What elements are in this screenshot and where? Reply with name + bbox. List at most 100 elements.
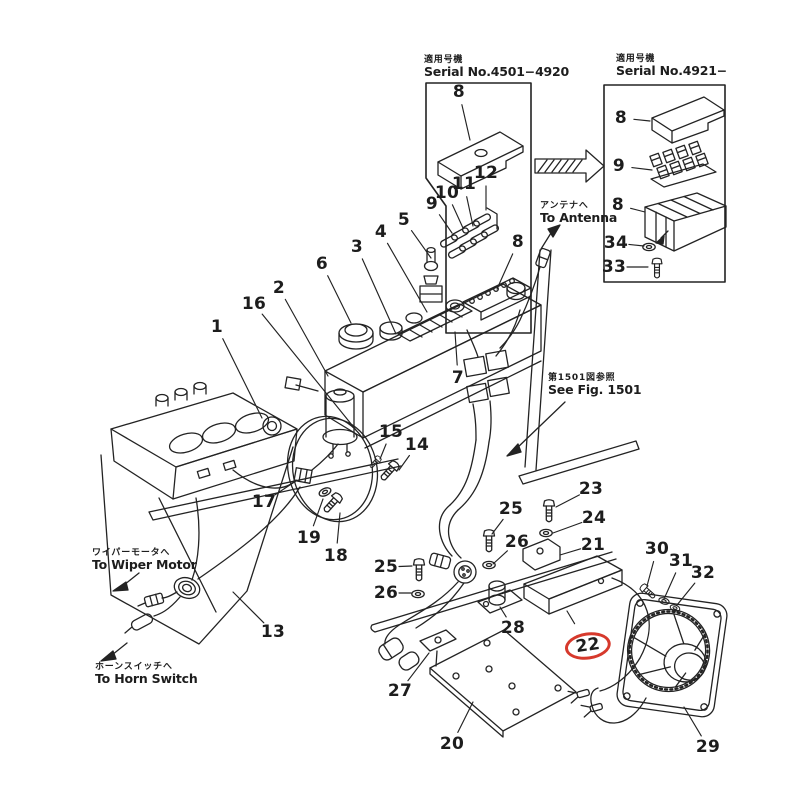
leader-21-21 (559, 548, 582, 556)
callout-25-25: 25 (498, 499, 524, 519)
callout-8-39: 8 (611, 195, 625, 215)
bolt-25b (412, 558, 426, 582)
callout-11-11: 11 (451, 174, 477, 194)
serial-4921-box-frame (603, 84, 726, 283)
screw-30 (638, 582, 658, 601)
leader-9-9 (438, 214, 453, 234)
callout-18-18: 18 (323, 546, 349, 566)
annotation-arrows (100, 224, 566, 662)
callout-33-35: 33 (601, 257, 627, 277)
leader-25-26 (398, 565, 413, 568)
leader-6-5 (327, 275, 352, 324)
antenna-plug (499, 247, 551, 349)
callout-10-10: 10 (434, 183, 460, 203)
harness-connector-stack (438, 309, 521, 559)
callout-16-16: 16 (241, 294, 267, 314)
relay-panel-assembly (324, 246, 542, 449)
callout-13-13: 13 (260, 622, 286, 642)
callout-8-8: 8 (511, 232, 525, 252)
leader-29-31 (683, 706, 702, 737)
leader-8-8 (496, 253, 514, 290)
fuse-box-4921 (644, 192, 727, 252)
leader-8-39 (630, 207, 646, 213)
annotation-to-wiper-motor-jp: ワイパーモータへ (92, 548, 171, 558)
serial-4501-box-frame (425, 82, 532, 334)
callout-1-0: 1 (210, 317, 224, 337)
callout-6-5: 6 (315, 254, 329, 274)
leader-28-30 (499, 606, 507, 618)
callout-14-14: 14 (404, 435, 430, 455)
callout-26-28: 26 (373, 583, 399, 603)
washer-19 (317, 485, 333, 499)
leader-26-27 (492, 550, 508, 565)
leader-4-3 (386, 242, 428, 313)
callout-5-4: 5 (397, 210, 411, 230)
fuse-row-4921 (649, 140, 717, 188)
callout-32-34: 32 (690, 563, 716, 583)
annotation-see-fig-1501-jp: 第1501図参照 (548, 373, 616, 383)
leader-14-14 (398, 454, 410, 471)
leader-16-16 (261, 313, 357, 431)
leader-3-2 (361, 258, 397, 335)
callout-8-7: 8 (452, 82, 466, 102)
leader-15-15 (379, 443, 387, 460)
leader-8-7 (461, 104, 471, 141)
callout-12-12: 12 (473, 163, 499, 183)
leader-lines (222, 104, 702, 737)
loose-fuses (438, 207, 501, 260)
leader-34-36 (628, 243, 645, 247)
callout-2-1: 2 (272, 278, 286, 298)
panel-stand (100, 446, 294, 645)
callout-34-36: 34 (603, 233, 629, 253)
callout-24-24: 24 (581, 508, 607, 528)
fuse-cover-4501 (437, 131, 524, 190)
washer-34 (642, 242, 656, 252)
leader-18-18 (336, 512, 341, 544)
leader-8-37 (633, 118, 651, 122)
callout-28-30: 28 (500, 618, 526, 638)
callout-19-19: 19 (296, 528, 322, 548)
serial-label-serial-4921-en: Serial No.4921− (616, 63, 728, 79)
callout-8-37: 8 (614, 108, 628, 128)
instrument-panel (110, 381, 298, 500)
leader-1-0 (222, 338, 263, 419)
callout-9-9: 9 (425, 194, 439, 214)
annotation-to-horn-switch-jp: ホーンスイッチへ (95, 662, 173, 672)
annotation-to-wiper-motor-en: To Wiper Motor (92, 557, 197, 573)
callout-20-20: 20 (439, 734, 465, 754)
screw-33 (651, 257, 663, 279)
transition-arrow-icon (534, 149, 605, 183)
callout-26-27: 26 (504, 532, 530, 552)
callout-30-32: 30 (644, 539, 670, 559)
serial-label-serial-4501-jp: 適用号機 (424, 55, 464, 65)
leader-9-38 (631, 167, 653, 171)
callout-25-26: 25 (373, 557, 399, 577)
callout-3-2: 3 (350, 237, 364, 257)
bolt-23 (542, 499, 556, 523)
solenoid-and-harness-loop (284, 376, 379, 523)
leader-5-4 (410, 230, 432, 259)
leader-20-20 (457, 701, 474, 733)
leader-27-29 (407, 652, 430, 682)
leader-13-13 (232, 591, 265, 624)
leader-7-6 (454, 331, 458, 366)
callout-21-21: 21 (580, 535, 606, 555)
callout-7-6: 7 (451, 368, 465, 388)
washer-24 (539, 528, 553, 538)
bolt-18 (320, 490, 345, 516)
leader-31-33 (663, 572, 677, 600)
leader-10-10 (451, 204, 464, 229)
callout-17-17: 17 (251, 492, 277, 512)
serial-label-serial-4921-jp: 適用号機 (616, 54, 656, 64)
annotation-to-antenna-jp: アンテナへ (540, 201, 589, 211)
callout-9-38: 9 (612, 156, 626, 176)
leader-30-32 (646, 560, 655, 587)
annotation-see-fig-1501-en: See Fig. 1501 (548, 382, 642, 398)
leader-17-17 (274, 480, 297, 496)
bottom-bracket-assembly (370, 538, 650, 738)
